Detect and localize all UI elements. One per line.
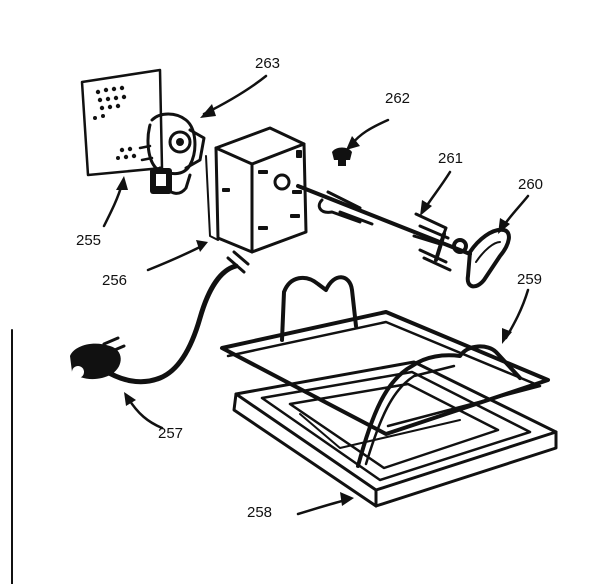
callout-255: 255 — [76, 232, 101, 249]
motor-bracket — [138, 112, 206, 195]
screw — [332, 147, 352, 166]
drip-pan — [232, 360, 558, 508]
callout-259: 259 — [517, 271, 542, 288]
callout-260: 260 — [518, 176, 543, 193]
spit-handle — [452, 227, 511, 289]
callout-256: 256 — [102, 272, 127, 289]
callout-258: 258 — [247, 504, 272, 521]
mounting-plate — [80, 68, 164, 177]
power-cord — [70, 250, 250, 385]
spit-fork — [296, 184, 472, 272]
leader-arrows — [102, 74, 530, 516]
wire-rack — [220, 275, 550, 468]
callout-262: 262 — [385, 90, 410, 107]
rotisserie-motor — [205, 126, 308, 254]
callout-263: 263 — [255, 55, 280, 72]
callout-261: 261 — [438, 150, 463, 167]
callout-257: 257 — [158, 425, 183, 442]
